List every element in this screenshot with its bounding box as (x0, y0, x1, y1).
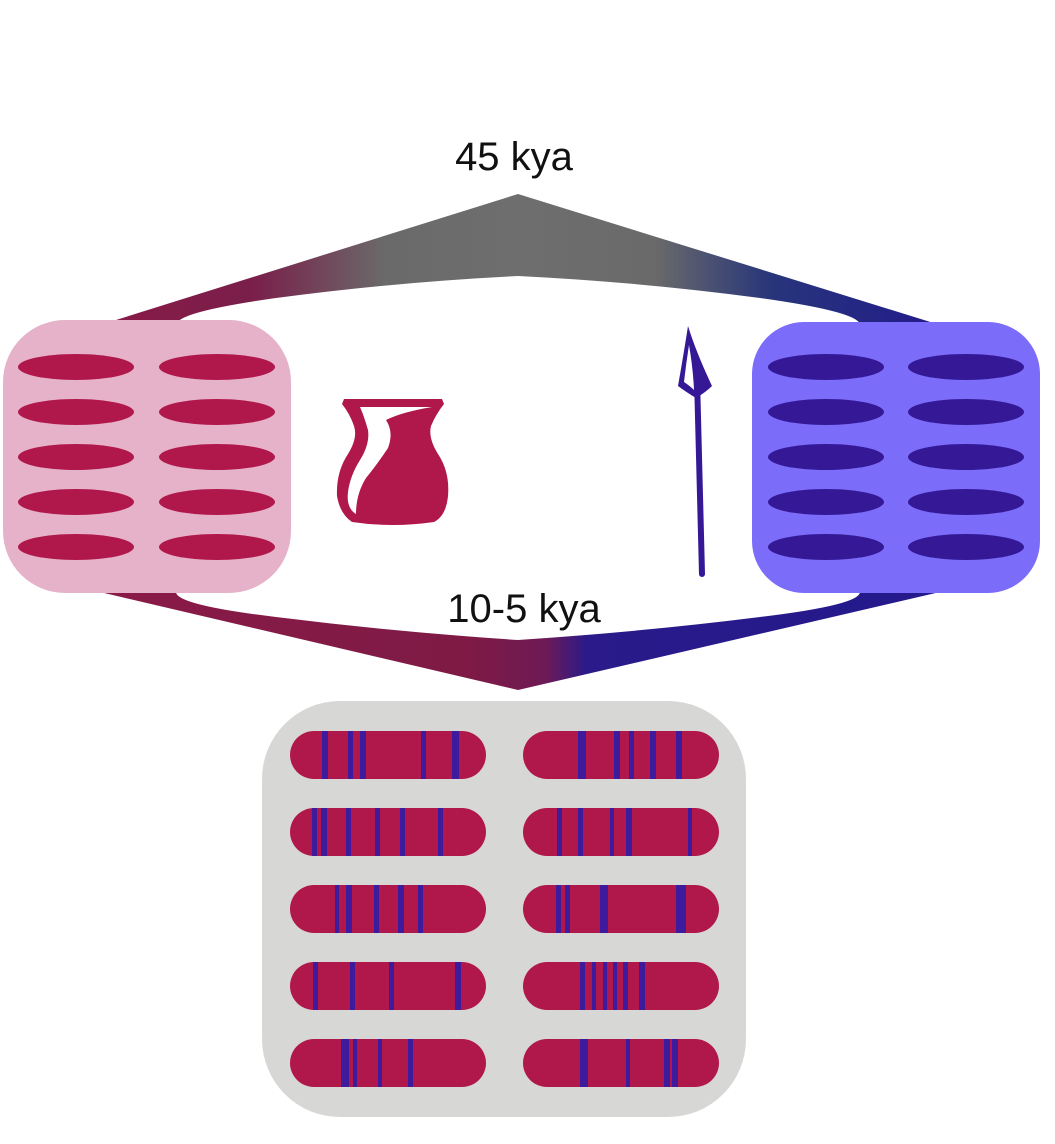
admixed-chromosome (523, 962, 719, 1010)
chromosome (908, 399, 1024, 425)
chromosome (159, 444, 275, 470)
lower-lineage-branch (100, 592, 940, 690)
admixed-chromosome (523, 808, 719, 856)
chromosome (159, 534, 275, 560)
introgressed-segment (389, 962, 394, 1010)
introgressed-segment (626, 1039, 630, 1087)
introgressed-segment (400, 808, 405, 856)
introgressed-segment (578, 731, 586, 779)
chromosome (18, 534, 134, 560)
chromosome (159, 489, 275, 515)
chromosome (159, 399, 275, 425)
introgressed-segment (664, 1039, 670, 1087)
chromosome (18, 444, 134, 470)
bottom-time-label: 10-5 kya (447, 587, 601, 631)
introgressed-segment (335, 885, 339, 933)
introgressed-segment (650, 731, 656, 779)
introgressed-segment (348, 731, 353, 779)
introgressed-segment (623, 962, 628, 1010)
chromosome (768, 534, 884, 560)
introgressed-segment (322, 731, 328, 779)
introgressed-segment (398, 885, 404, 933)
population-b-chromosomes (768, 354, 1024, 560)
introgressed-segment (603, 962, 607, 1010)
population-a-panel (3, 320, 291, 593)
introgressed-segment (676, 731, 682, 779)
population-b-panel (752, 322, 1040, 593)
upper-lineage-branch (100, 194, 940, 325)
introgressed-segment (312, 808, 317, 856)
introgressed-segment (556, 885, 561, 933)
introgressed-segment (452, 731, 459, 779)
introgressed-segment (610, 808, 614, 856)
introgressed-segment (455, 962, 461, 1010)
admixed-chromosome (290, 731, 486, 779)
admixed-chromosome (523, 885, 719, 933)
admixed-chromosome (290, 885, 486, 933)
introgressed-segment (676, 885, 686, 933)
introgressed-segment (600, 885, 608, 933)
introgressed-segment (580, 1039, 588, 1087)
introgressed-segment (639, 962, 645, 1010)
admixed-population-panel (262, 701, 746, 1117)
introgressed-segment (346, 808, 351, 856)
introgressed-segment (421, 731, 426, 779)
introgressed-segment (626, 808, 632, 856)
spear-icon (678, 326, 712, 577)
admixed-population-chromosomes (290, 731, 719, 1087)
admixed-chromosome (290, 808, 486, 856)
introgressed-segment (438, 808, 443, 856)
chromosome (908, 534, 1024, 560)
introgressed-segment (374, 885, 379, 933)
chromosome (18, 354, 134, 380)
chromosome (768, 489, 884, 515)
population-a-chromosomes (18, 354, 275, 560)
chromosome (908, 489, 1024, 515)
introgressed-segment (592, 962, 596, 1010)
top-time-label: 45 kya (455, 135, 574, 179)
introgressed-segment (341, 1039, 349, 1087)
chromosome (768, 444, 884, 470)
introgressed-segment (360, 731, 366, 779)
introgressed-segment (580, 962, 585, 1010)
population-b-background (752, 322, 1040, 593)
introgressed-segment (378, 1039, 382, 1087)
introgressed-segment (614, 731, 620, 779)
introgressed-segment (418, 885, 423, 933)
population-a-background (3, 320, 291, 593)
chromosome (18, 489, 134, 515)
chromosome (908, 354, 1024, 380)
introgressed-segment (565, 885, 570, 933)
introgressed-segment (672, 1039, 678, 1087)
introgressed-segment (375, 808, 380, 856)
introgressed-segment (408, 1039, 413, 1087)
chromosome (908, 444, 1024, 470)
chromosome (768, 354, 884, 380)
introgressed-segment (346, 885, 352, 933)
chromosome (159, 354, 275, 380)
admixed-chromosome (290, 1039, 486, 1087)
admixed-chromosome (523, 731, 719, 779)
introgressed-segment (688, 808, 692, 856)
introgressed-segment (353, 1039, 357, 1087)
chromosome (768, 399, 884, 425)
introgressed-segment (578, 808, 583, 856)
introgressed-segment (313, 962, 318, 1010)
admixed-chromosome (290, 962, 486, 1010)
chromosome (18, 399, 134, 425)
introgressed-segment (629, 731, 634, 779)
introgressed-segment (557, 808, 562, 856)
admixed-chromosome (523, 1039, 719, 1087)
introgressed-segment (613, 962, 617, 1010)
pottery-vessel-icon (336, 399, 449, 525)
introgressed-segment (350, 962, 355, 1010)
introgressed-segment (321, 808, 327, 856)
admixed-population-background (262, 701, 746, 1117)
